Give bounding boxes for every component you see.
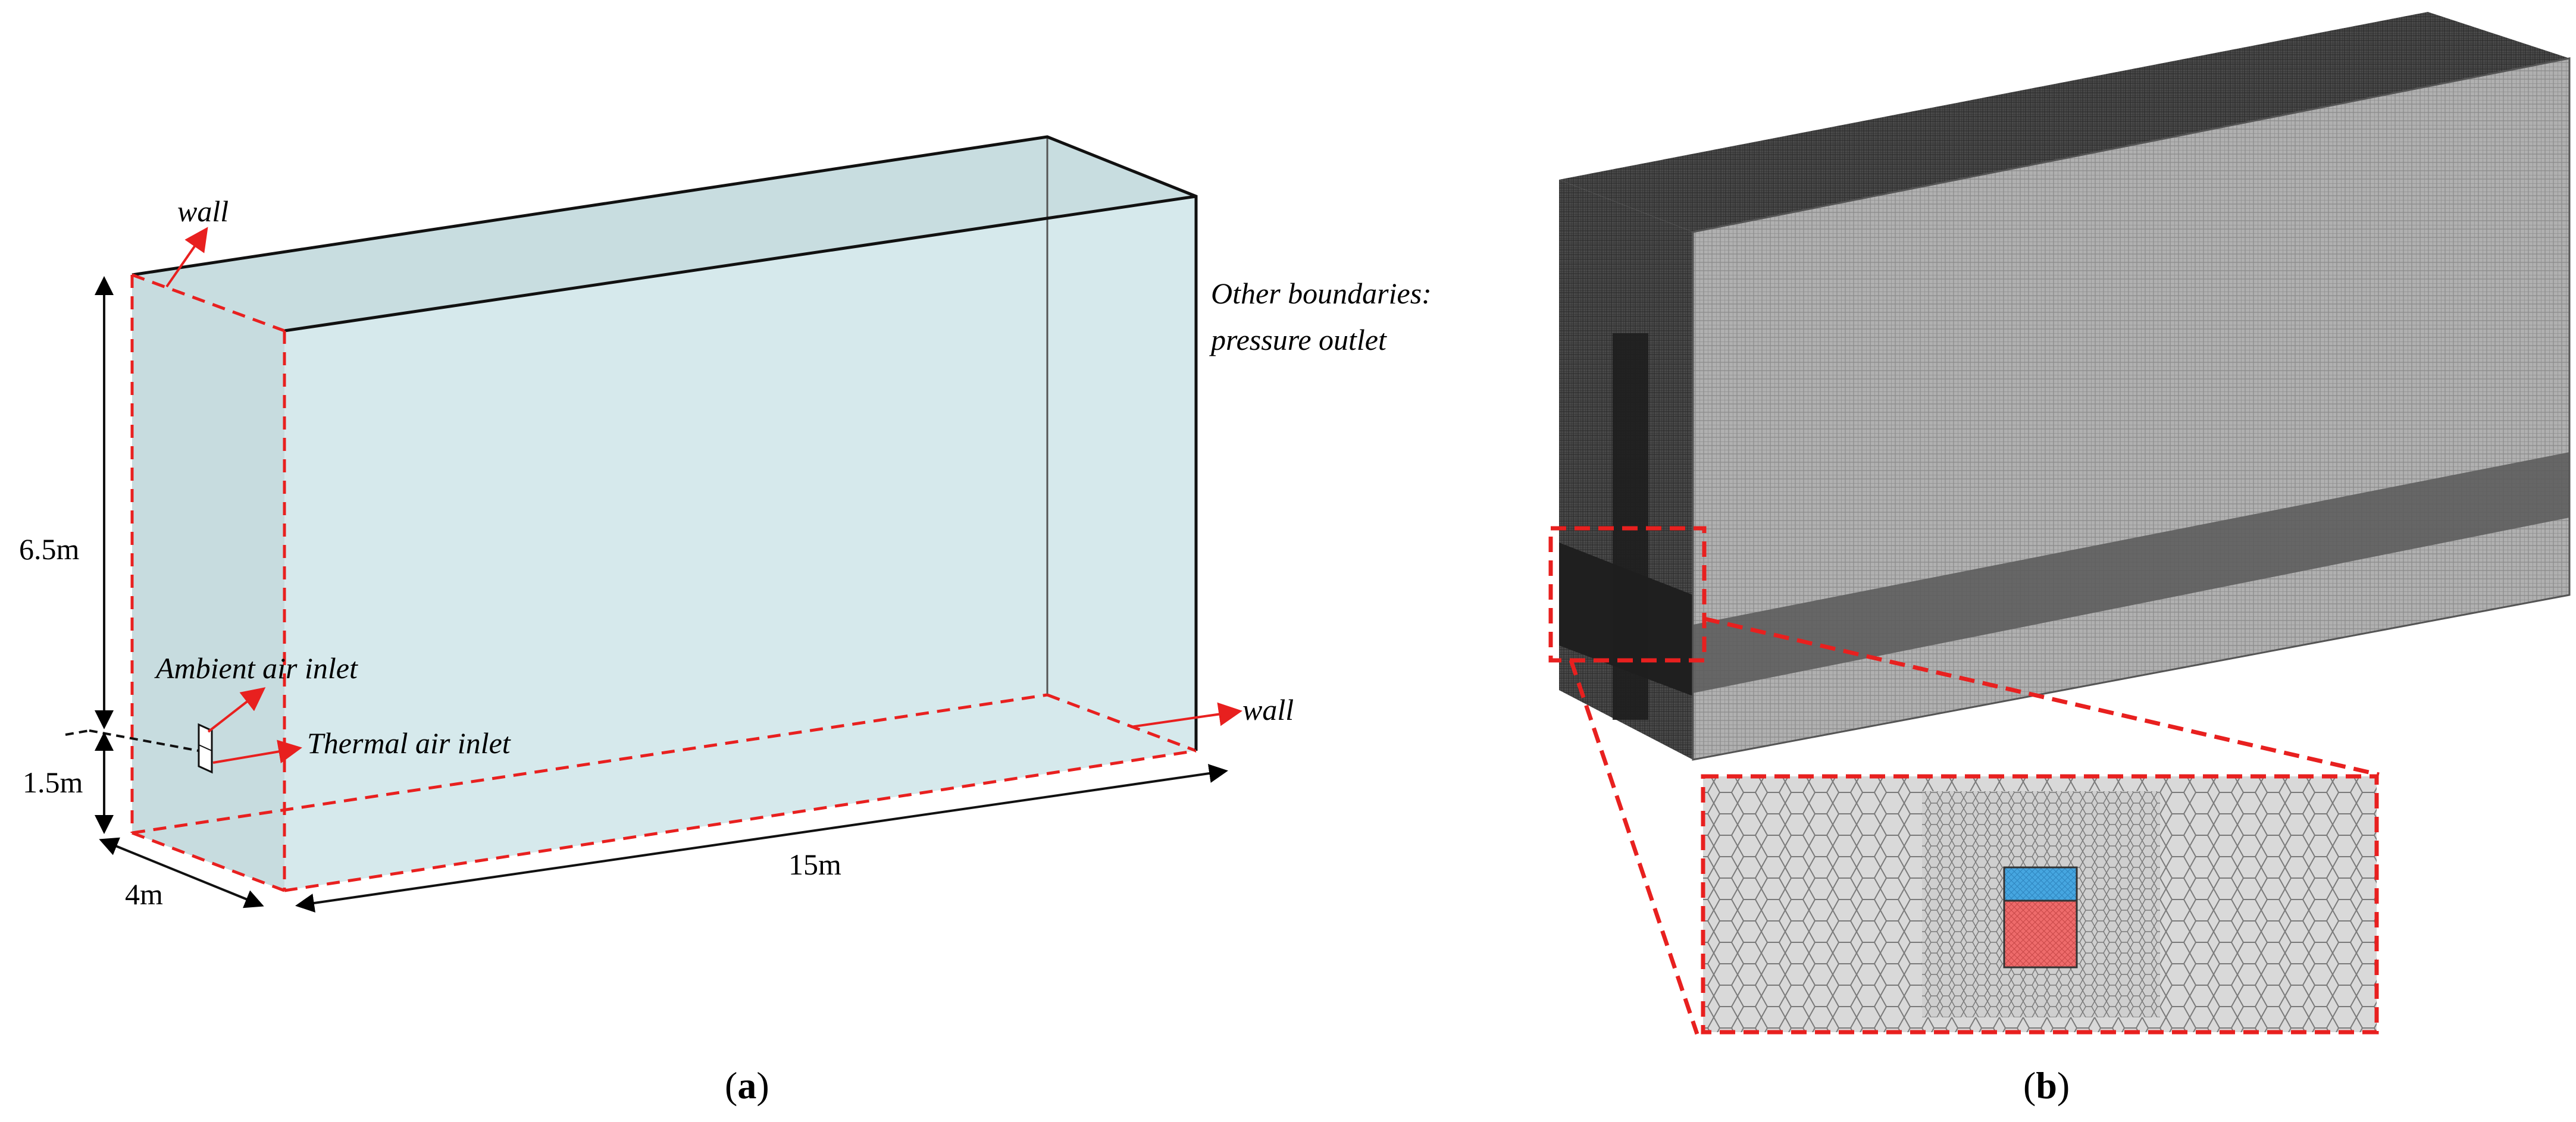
other-boundaries-label-line2: pressure outlet bbox=[1209, 323, 1387, 356]
height-lower-label: 1.5m bbox=[23, 766, 83, 799]
zoom-connector-right bbox=[1704, 616, 2380, 777]
wall-right-arrow bbox=[1130, 702, 1242, 728]
box-top-face bbox=[132, 137, 1196, 331]
ambient-inlet-arrow bbox=[207, 687, 266, 733]
box-outline bbox=[132, 135, 1198, 751]
box-top-front-edge bbox=[284, 195, 1197, 333]
ambient-inlet-label: Ambient air inlet bbox=[154, 651, 358, 685]
height-upper-label: 6.5m bbox=[19, 532, 80, 566]
panel-b-caption: (b) bbox=[2023, 1064, 2070, 1107]
thermal-inlet-cell-block bbox=[2003, 900, 2078, 969]
box-back-edge-right bbox=[1047, 693, 1197, 753]
panel-b-mesh-view: (b) bbox=[1548, 12, 2571, 1107]
box-front-face bbox=[284, 196, 1196, 891]
thermal-inlet-arrow bbox=[212, 739, 302, 764]
depth-dimension bbox=[99, 837, 264, 908]
mesh-refinement-band bbox=[1693, 452, 2569, 693]
other-boundaries-label-line1: Other boundaries: bbox=[1211, 277, 1432, 310]
panel-a-caption: (a) bbox=[725, 1064, 769, 1107]
zoom-inset-frame bbox=[1701, 774, 2379, 1035]
meshed-domain-box bbox=[1559, 12, 2571, 761]
wall-top-label: wall bbox=[177, 195, 229, 228]
zoom-inset bbox=[1701, 774, 2379, 1035]
length-dimension bbox=[295, 764, 1228, 913]
ambient-inlet-cell-block bbox=[2003, 866, 2078, 902]
mesh-top-face bbox=[1559, 12, 2569, 232]
box-left-top-edge bbox=[132, 273, 285, 333]
thermal-inlet-label: Thermal air inlet bbox=[307, 726, 511, 760]
zoom-source-box bbox=[1548, 526, 1707, 663]
zoom-connector-left bbox=[1569, 659, 1699, 1035]
box-left-face bbox=[132, 275, 284, 891]
wall-right-label: wall bbox=[1242, 693, 1294, 726]
panel-a-domain-diagram: wall wall Other boundaries: pressure out… bbox=[19, 135, 1432, 1107]
length-label: 15m bbox=[788, 848, 841, 881]
computational-domain-box bbox=[130, 135, 1198, 892]
wall-top-arrow bbox=[165, 227, 208, 288]
depth-label: 4m bbox=[125, 877, 163, 911]
